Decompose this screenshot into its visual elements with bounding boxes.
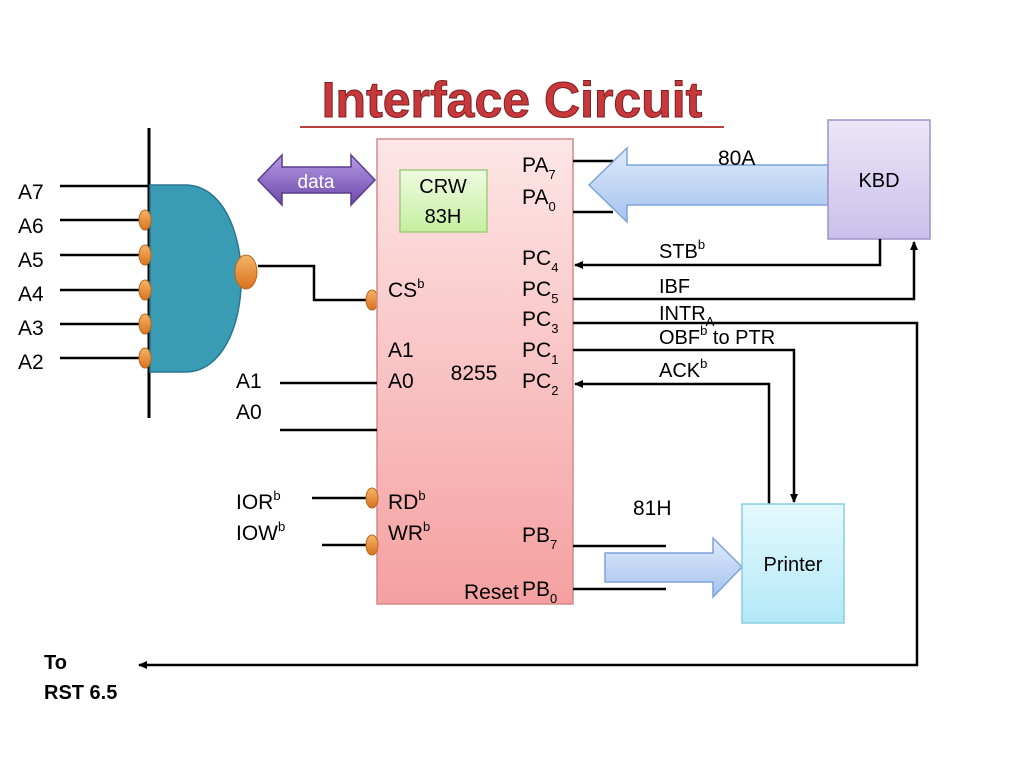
rd-bubble <box>365 487 379 509</box>
pin-pc4: PC4 <box>522 247 558 275</box>
ack-label: ACKb <box>659 356 707 382</box>
pin-pc1: PC1 <box>522 339 558 367</box>
cs-bubble <box>365 289 379 311</box>
pin-pc2: PC2 <box>522 370 558 398</box>
intr-label: INTRA <box>659 303 715 329</box>
data-bus-arrow <box>256 153 377 207</box>
address-label-a4: A4 <box>18 283 44 306</box>
pin-rd: RDb <box>388 488 426 514</box>
cs-select-wire <box>258 264 366 302</box>
keyboard-device <box>827 119 931 240</box>
ack-wire <box>574 380 771 505</box>
output-inversion-bubble <box>234 254 258 290</box>
stb-label: STBb <box>659 237 705 263</box>
address-label-a5: A5 <box>18 249 44 272</box>
ibf-wire <box>573 241 918 301</box>
address-label-a3: A3 <box>18 317 44 340</box>
pin-a1: A1 <box>388 339 414 362</box>
page-title: Interface Circuit <box>322 72 703 128</box>
stb-wire <box>574 239 882 269</box>
input-wires <box>280 381 377 547</box>
rst-note-line2: RST 6.5 <box>44 682 117 704</box>
pin-pb7: PB7 <box>522 524 557 552</box>
crw-value: 83H <box>425 206 462 228</box>
port-a-address: 80A <box>718 147 755 170</box>
printer-device <box>741 503 845 624</box>
pin-pa0: PA0 <box>522 186 556 214</box>
port-a-flow-arrow <box>587 146 829 224</box>
chip-name: 8255 <box>451 362 498 385</box>
nand-decoder-gate <box>149 184 242 373</box>
obf-label: OBFb to PTR <box>659 323 775 349</box>
port-a-wires <box>573 159 613 214</box>
pin-pa7: PA7 <box>522 154 556 182</box>
crw-box <box>399 169 488 233</box>
pin-pc3: PC3 <box>522 308 558 336</box>
keyboard-label: KBD <box>858 170 899 192</box>
data-bus-label: data <box>298 172 335 193</box>
rst-note-line1: To <box>44 652 67 674</box>
pin-a0: A0 <box>388 370 414 393</box>
input-ior-label: IORb <box>236 488 281 514</box>
intr-wire <box>138 321 919 669</box>
input-inversion-bubbles <box>138 209 152 369</box>
printer-label: Printer <box>764 554 823 576</box>
port-b-flow-arrow <box>604 536 744 599</box>
ibf-label: IBF <box>659 276 690 298</box>
port-b-wires <box>573 544 666 591</box>
pin-wr: WRb <box>388 519 430 545</box>
pin-pb0: PB0 <box>522 578 557 606</box>
address-label-a7: A7 <box>18 181 44 204</box>
obf-wire <box>573 348 798 503</box>
address-label-a2: A2 <box>18 351 44 374</box>
pin-pc5: PC5 <box>522 278 558 306</box>
reset-label: Reset <box>464 581 519 604</box>
input-a1-label: A1 <box>236 370 262 393</box>
wr-bubble <box>365 534 379 556</box>
address-label-a6: A6 <box>18 215 44 238</box>
address-lines <box>60 184 152 360</box>
port-b-address: 81H <box>633 497 672 520</box>
crw-label: CRW <box>419 176 467 198</box>
input-iow-label: IOWb <box>236 519 285 545</box>
pin-cs: CSb <box>388 276 424 302</box>
input-a0-label: A0 <box>236 401 262 424</box>
